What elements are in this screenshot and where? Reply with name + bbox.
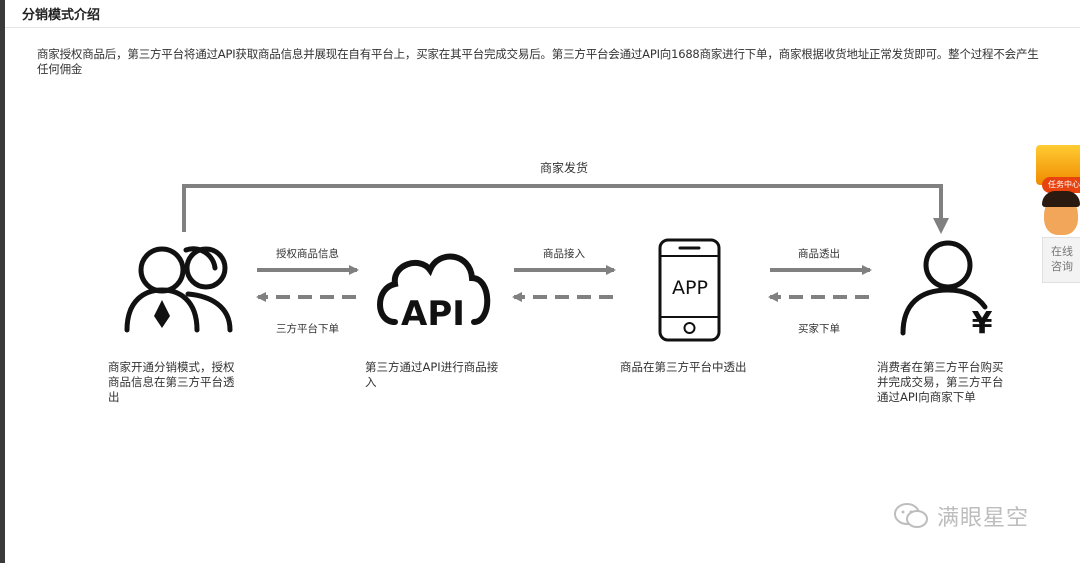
consult-line-2: 咨询 xyxy=(1051,260,1073,273)
app-description: 商品在第三方平台中透出 xyxy=(620,360,747,374)
consumer-yen-icon: ¥ xyxy=(900,240,993,341)
authorize-label: 授权商品信息 xyxy=(276,248,339,260)
watermark-text: 满眼星空 xyxy=(937,506,1030,531)
api-label: API xyxy=(401,294,465,334)
yen-symbol: ¥ xyxy=(972,306,993,341)
online-consult-widget[interactable]: 任务中心 在线 咨询 xyxy=(1030,145,1080,285)
api-cloud-icon: API xyxy=(377,253,491,334)
mascot-hair xyxy=(1042,191,1080,207)
intro-line-2: 任何佣金 xyxy=(37,62,83,76)
intro-line-1: 商家授权商品后，第三方平台将通过API获取商品信息并展现在自有平台上，买家在其平… xyxy=(37,47,1039,61)
divider xyxy=(5,27,1080,28)
consumer-description: 消费者在第三方平台购买 并完成交易，第三方平台 通过API向商家下单 xyxy=(877,360,1004,404)
merchant-description: 商家开通分销模式，授权 商品信息在第三方平台透 出 xyxy=(108,360,235,404)
phone-app-icon: APP xyxy=(658,238,721,342)
left-edge-bar xyxy=(0,0,5,563)
intro-text: 商家授权商品后，第三方平台将通过API获取商品信息并展现在自有平台上，买家在其平… xyxy=(37,47,1077,77)
shipping-label: 商家发货 xyxy=(540,161,589,175)
task-center-ribbon[interactable]: 任务中心 xyxy=(1042,177,1080,193)
api-description: 第三方通过API进行商品接 入 xyxy=(365,360,499,389)
merchant-group-icon xyxy=(124,246,233,333)
consult-button[interactable]: 在线 咨询 xyxy=(1042,237,1080,283)
access-label: 商品接入 xyxy=(543,248,585,260)
shipping-flow-line xyxy=(182,184,949,234)
display-label: 商品透出 xyxy=(798,248,840,260)
platform-order-label: 三方平台下单 xyxy=(276,323,339,335)
wechat-icon xyxy=(894,503,928,528)
app-label: APP xyxy=(672,277,708,299)
watermark: 满眼星空 xyxy=(893,500,1029,532)
buyer-order-label: 买家下单 xyxy=(798,323,840,335)
page-title: 分销模式介绍 xyxy=(22,8,101,23)
consult-line-1: 在线 xyxy=(1051,245,1073,258)
